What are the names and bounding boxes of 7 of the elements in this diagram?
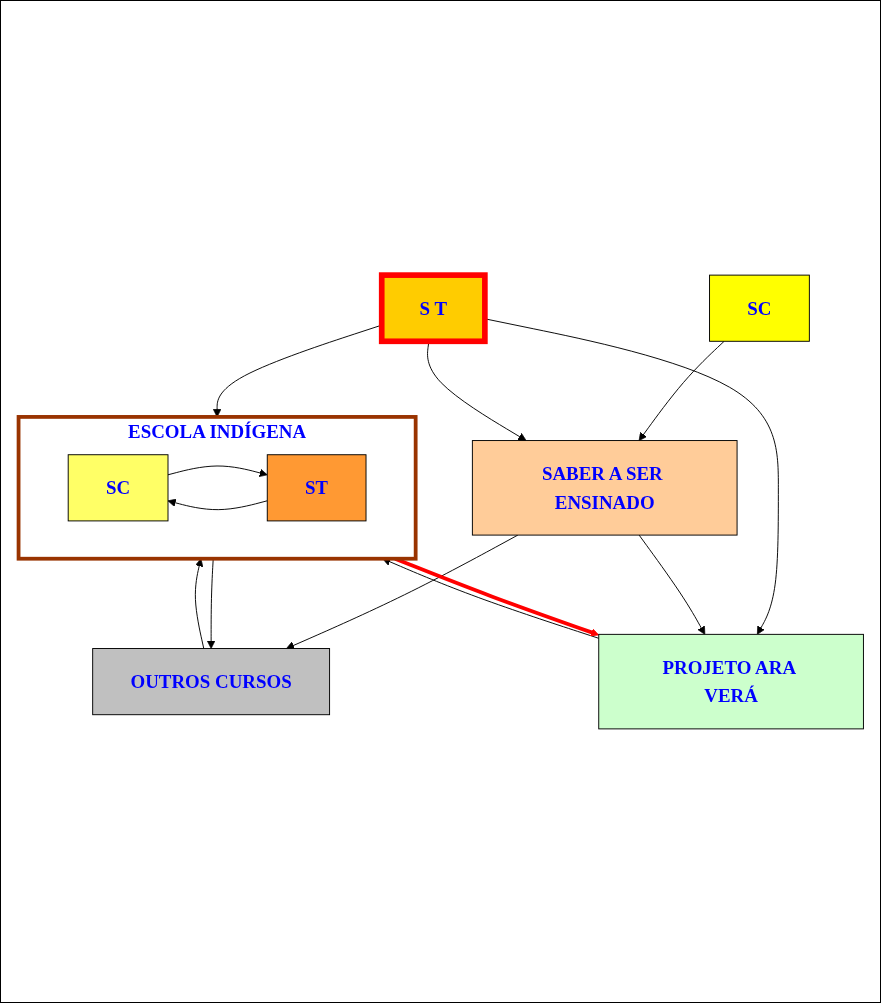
node-box: OUTROS CURSOS bbox=[91, 647, 330, 715]
node-box: SC bbox=[708, 274, 810, 342]
node-box: ST bbox=[266, 453, 366, 521]
node-box: SC bbox=[67, 453, 168, 521]
node-box: SABER A SER ENSINADO bbox=[471, 439, 738, 536]
node-box: S T bbox=[378, 271, 488, 344]
node-box: PROJETO ARA VERÁ bbox=[597, 633, 864, 729]
